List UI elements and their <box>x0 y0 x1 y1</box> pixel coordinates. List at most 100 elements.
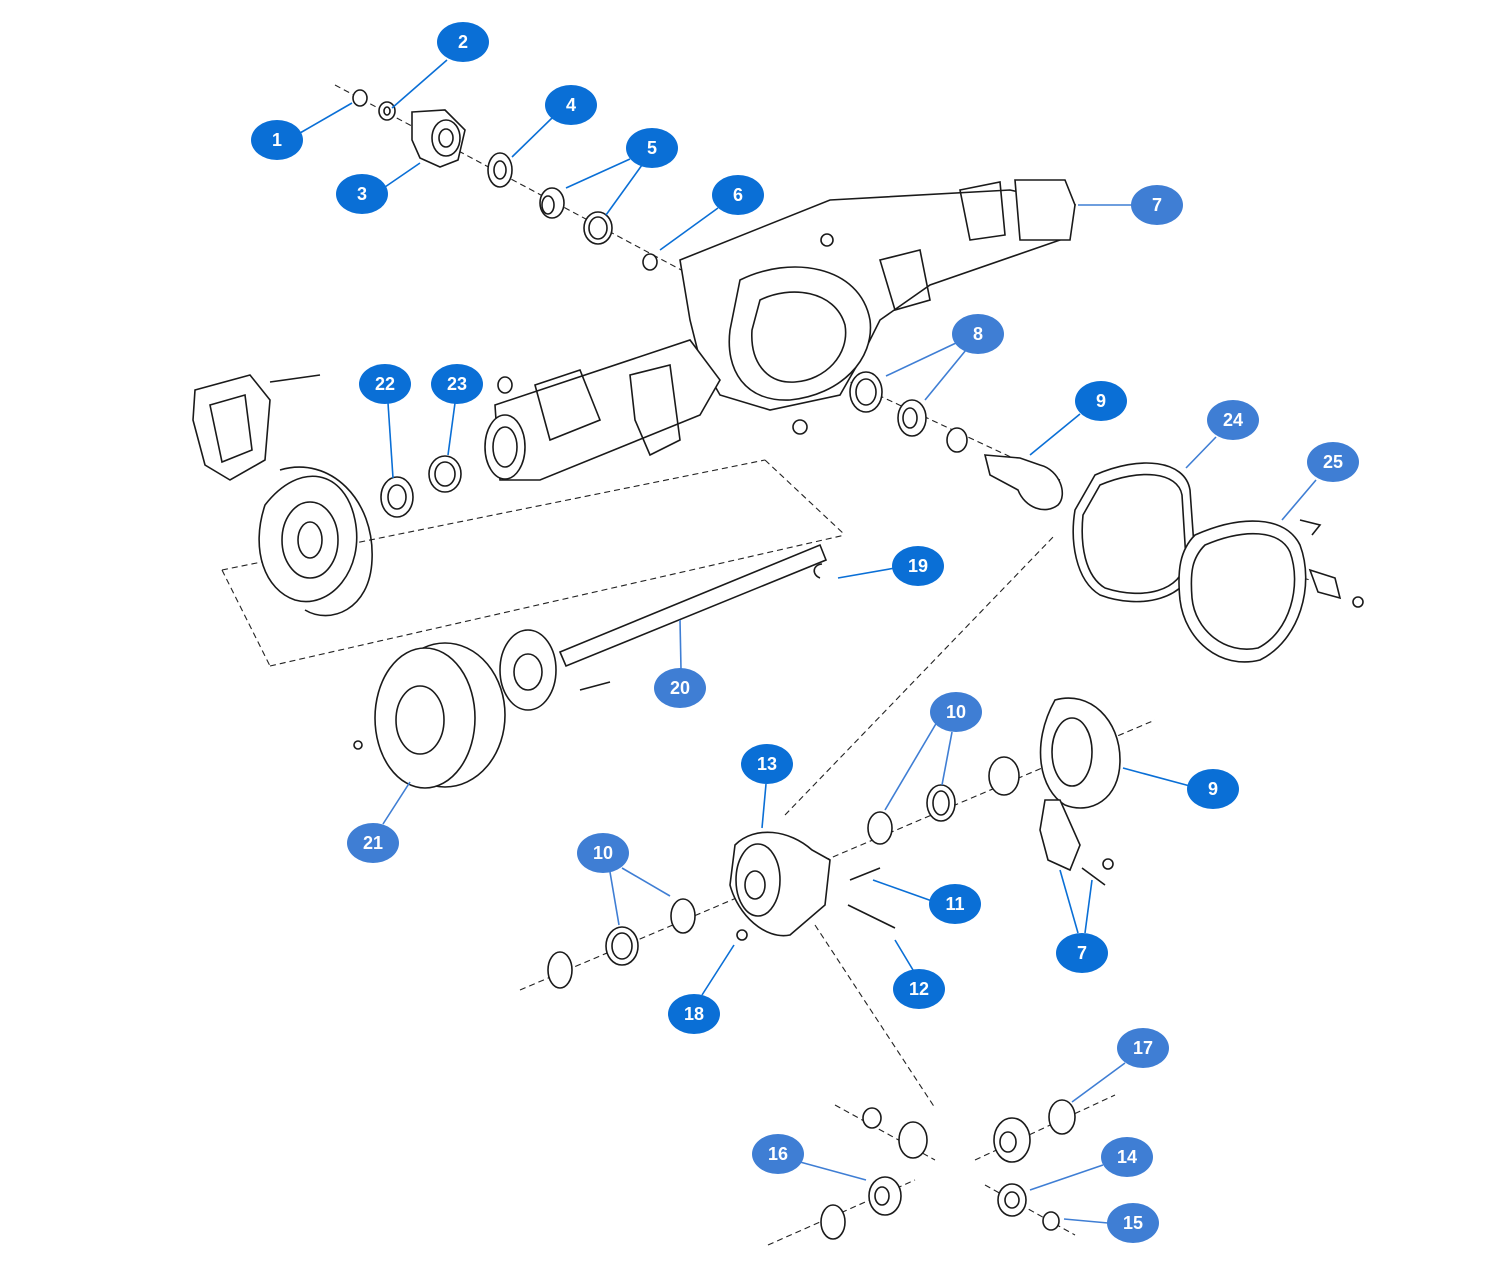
callout-21: 21 <box>347 823 399 863</box>
leader-line-6 <box>659 207 719 251</box>
callout-label: 9 <box>1096 391 1106 411</box>
callout-badge-shape <box>1056 933 1108 973</box>
callout-label: 6 <box>733 185 743 205</box>
callout-badge-shape <box>431 364 483 404</box>
callout-label: 23 <box>447 374 467 394</box>
leader-lines <box>299 59 1317 1224</box>
callout-badge-shape <box>952 314 1004 354</box>
callout-label: 20 <box>670 678 690 698</box>
callout-15: 15 <box>1107 1203 1159 1243</box>
callout-badge-shape <box>1187 769 1239 809</box>
callout-badge-shape <box>251 120 303 160</box>
callout-5: 5 <box>626 128 678 168</box>
pinion-front-parts <box>352 89 658 271</box>
callout-23: 23 <box>431 364 483 404</box>
leader-line-7 <box>1059 869 1079 934</box>
callout-badge-shape <box>1131 185 1183 225</box>
leader-line-17 <box>1071 1062 1126 1103</box>
callout-13: 13 <box>741 744 793 784</box>
callout-badge-shape <box>930 692 982 732</box>
leader-line-10 <box>884 721 938 811</box>
leader-line-15 <box>1063 1218 1109 1224</box>
callout-badge-shape <box>359 364 411 404</box>
callout-7: 7 <box>1131 185 1183 225</box>
leader-line-2 <box>391 59 448 109</box>
callout-label: 14 <box>1117 1147 1137 1167</box>
brake-caliper-and-backing <box>192 374 462 617</box>
leader-line-4 <box>511 117 553 158</box>
callout-25: 25 <box>1307 442 1359 482</box>
callout-badge-shape <box>545 85 597 125</box>
callout-badge-shape <box>712 175 764 215</box>
callout-label: 18 <box>684 1004 704 1024</box>
brake-rotor <box>353 642 506 789</box>
callout-17: 17 <box>1117 1028 1169 1068</box>
leader-line-7-b <box>1084 879 1093 934</box>
callout-label: 8 <box>973 324 983 344</box>
axle-housing <box>484 179 1077 481</box>
callout-label: 9 <box>1208 779 1218 799</box>
leader-line-24 <box>1185 436 1217 469</box>
callout-1: 1 <box>251 120 303 160</box>
callout-label: 13 <box>757 754 777 774</box>
callout-label: 21 <box>363 833 383 853</box>
callout-12: 12 <box>893 969 945 1009</box>
callout-16: 16 <box>752 1134 804 1174</box>
callout-badge-shape <box>577 833 629 873</box>
callout-label: 7 <box>1152 195 1162 215</box>
pinion-rear-parts <box>849 371 1064 511</box>
leader-line-5-b <box>605 164 643 216</box>
leader-line-19 <box>837 567 896 579</box>
callout-badge-shape <box>668 994 720 1034</box>
callout-badge-shape <box>347 823 399 863</box>
leader-line-14 <box>1029 1164 1104 1191</box>
callout-badge-shape <box>893 969 945 1009</box>
leader-line-22 <box>387 402 394 479</box>
callout-badge-shape <box>929 884 981 924</box>
callout-label: 12 <box>909 979 929 999</box>
callout-badge-shape <box>1075 381 1127 421</box>
callout-9: 9 <box>1075 381 1127 421</box>
callout-badge-shape <box>626 128 678 168</box>
leader-line-8-b <box>924 349 967 401</box>
callout-label: 16 <box>768 1144 788 1164</box>
callout-badge-shape <box>437 22 489 62</box>
callout-22: 22 <box>359 364 411 404</box>
callout-label: 3 <box>357 184 367 204</box>
leader-line-9 <box>1122 767 1191 787</box>
leader-line-18 <box>701 944 735 996</box>
leader-line-5 <box>565 158 631 189</box>
callout-label: 7 <box>1077 943 1087 963</box>
callout-badge-shape <box>1207 400 1259 440</box>
differential-assembly <box>547 697 1121 989</box>
leader-line-8 <box>885 342 957 377</box>
leader-line-3 <box>384 162 421 188</box>
callout-badge-shape <box>1101 1137 1153 1177</box>
leader-line-16 <box>799 1161 867 1181</box>
callout-badge-shape <box>1107 1203 1159 1243</box>
callout-label: 4 <box>566 95 576 115</box>
leader-line-23 <box>447 402 456 456</box>
callout-19: 19 <box>892 546 944 586</box>
callout-label: 10 <box>593 843 613 863</box>
callout-7: 7 <box>1056 933 1108 973</box>
leader-line-25 <box>1281 479 1317 521</box>
callout-label: 24 <box>1223 410 1243 430</box>
callout-badge-shape <box>741 744 793 784</box>
axle-shaft <box>499 543 828 711</box>
callout-6: 6 <box>712 175 764 215</box>
leader-line-13 <box>761 783 767 829</box>
callout-10: 10 <box>930 692 982 732</box>
callout-badge-shape <box>752 1134 804 1174</box>
callout-2: 2 <box>437 22 489 62</box>
leader-line-21 <box>382 781 411 825</box>
callout-badge-shape <box>336 174 388 214</box>
callout-label: 5 <box>647 138 657 158</box>
callout-14: 14 <box>1101 1137 1153 1177</box>
callout-label: 10 <box>946 702 966 722</box>
callout-label: 22 <box>375 374 395 394</box>
leader-line-11 <box>872 879 933 902</box>
leader-line-10-b <box>941 731 953 786</box>
